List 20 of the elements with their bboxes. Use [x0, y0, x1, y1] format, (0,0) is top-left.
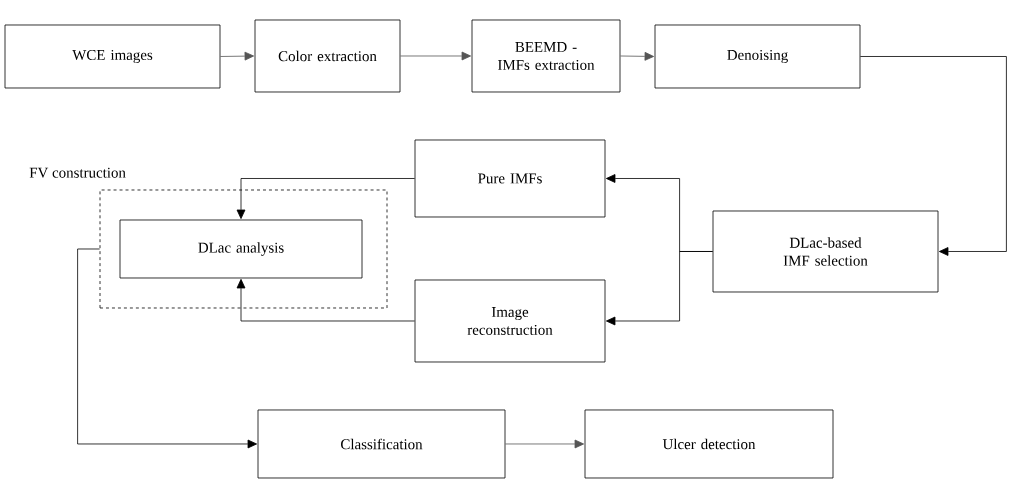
process-box: WCE images [4, 24, 221, 89]
arrow [505, 439, 585, 449]
arrow [400, 51, 472, 61]
arrow [77, 248, 258, 449]
arrow [860, 56, 1007, 256]
process-box: DLac-based IMF selection [712, 210, 939, 293]
arrow [236, 178, 415, 219]
arrow [605, 251, 713, 326]
process-box: Ulcer detection [584, 409, 834, 479]
process-box: DLac analysis [119, 219, 363, 279]
process-box: Classification [257, 409, 506, 479]
group-heading: FV construction [29, 167, 126, 178]
process-box: Pure IMFs [414, 139, 606, 218]
process-box: Image reconstruction [414, 279, 606, 363]
arrow [236, 278, 415, 322]
arrow [220, 51, 255, 61]
arrow [620, 51, 655, 61]
process-box: Color extraction [254, 19, 401, 93]
process-box: Denoising [654, 24, 861, 89]
process-box: BEEMD - IMFs extraction [471, 19, 621, 93]
